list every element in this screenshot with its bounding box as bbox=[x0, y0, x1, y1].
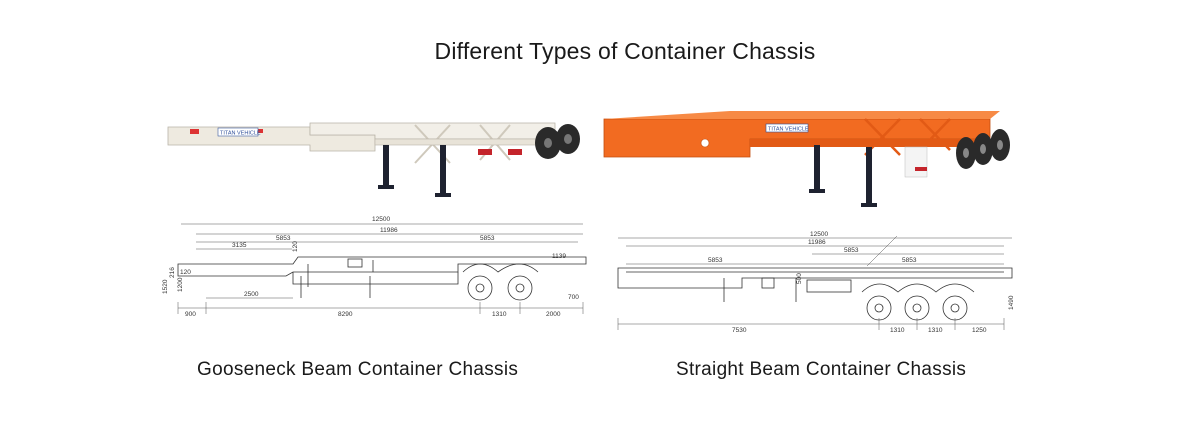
dim-top-5853: 5853 bbox=[844, 247, 859, 254]
right-photo-logo: TITAN VEHICLE bbox=[768, 127, 809, 133]
dim-120-left: 120 bbox=[180, 269, 191, 276]
dim-2000: 2000 bbox=[546, 311, 561, 318]
dim-3135: 3135 bbox=[232, 242, 247, 249]
dim-right-5853: 5853 bbox=[480, 235, 495, 242]
dim-1490: 1490 bbox=[1008, 295, 1015, 310]
dim-1310: 1310 bbox=[492, 311, 507, 318]
dim-900: 900 bbox=[185, 311, 196, 318]
dim-1520: 1520 bbox=[162, 279, 169, 294]
dim-2500: 2500 bbox=[244, 291, 259, 298]
dim-7530: 7530 bbox=[732, 327, 747, 334]
page-title: Different Types of Container Chassis bbox=[434, 38, 816, 64]
dim-120-top: 120 bbox=[292, 241, 299, 252]
straight-drawing: 12500 11986 5853 5853 5853 500 1490 7530… bbox=[617, 231, 1015, 334]
dim-8290: 8290 bbox=[338, 311, 353, 318]
dim-left-5853: 5853 bbox=[276, 235, 291, 242]
dim-left-5853-right: 5853 bbox=[708, 257, 723, 264]
dim-700: 700 bbox=[568, 294, 579, 301]
left-caption: Gooseneck Beam Container Chassis bbox=[197, 359, 519, 380]
dim-1310-b: 1310 bbox=[928, 327, 943, 334]
straight-chassis-photo: TITAN VEHICLE bbox=[603, 111, 1010, 207]
gooseneck-drawing: 12500 11986 5853 5853 3135 120 1139 120 … bbox=[162, 216, 587, 318]
dim-1200: 1200 bbox=[177, 277, 184, 292]
dim-11986: 11986 bbox=[380, 227, 398, 234]
dim-1139: 1139 bbox=[552, 253, 566, 260]
right-caption: Straight Beam Container Chassis bbox=[676, 359, 967, 380]
dim-11986-right: 11986 bbox=[808, 239, 826, 246]
dim-right-5853-right: 5853 bbox=[902, 257, 917, 264]
dim-500: 500 bbox=[796, 273, 803, 284]
dim-216: 216 bbox=[169, 267, 176, 278]
gooseneck-chassis-photo: TITAN VEHICLE bbox=[167, 122, 580, 197]
dim-1310-a: 1310 bbox=[890, 327, 905, 334]
left-photo-logo: TITAN VEHICLE bbox=[220, 131, 261, 137]
dim-overall-right: 12500 bbox=[810, 231, 828, 238]
dim-overall: 12500 bbox=[372, 216, 390, 223]
dim-1250: 1250 bbox=[972, 327, 987, 334]
